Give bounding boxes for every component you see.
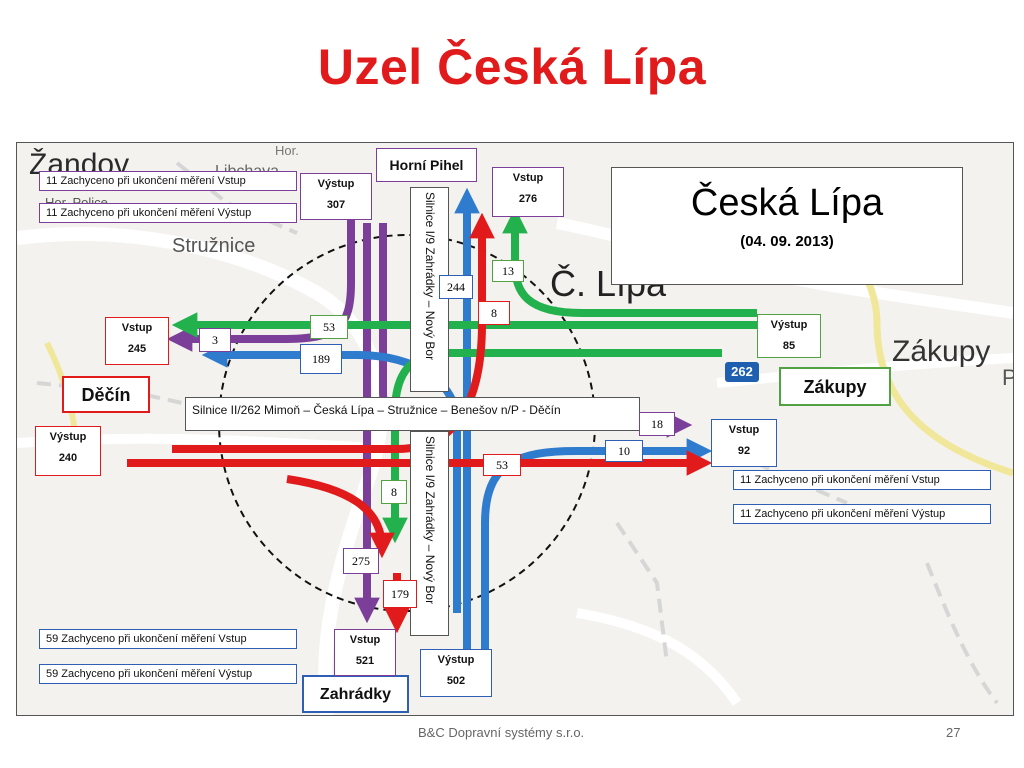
flow-179: 179 [383,580,417,608]
direction-decin: Děčín [62,376,150,413]
note-nw-vstup: 11 Zachyceno při ukončení měření Vstup [39,171,297,191]
direction-horni-pihel: Horní Pihel [376,148,477,182]
place-hor: Hor. [275,143,299,158]
page-title: Uzel Česká Lípa [317,39,707,95]
place-zakupy: Zákupy [892,335,991,368]
flow-53-east: 53 [483,454,521,476]
note-sw-vstup: 59 Zachyceno při ukončení měření Vstup [39,629,297,649]
flow-10: 10 [605,440,643,462]
flow-13: 13 [492,260,524,282]
road-i9-north-label: Silnice I/9 Zahrádky – Nový Bor [423,192,437,361]
flow-275: 275 [343,548,379,574]
road-262-badge: 262 [725,362,759,382]
city-card: Česká Lípa (04. 09. 2013) [611,167,963,285]
flow-8-north: 8 [478,301,510,325]
flow-189: 189 [300,344,342,374]
city-name: Česká Lípa [690,182,884,224]
note-sw-vystup: 59 Zachyceno při ukončení měření Výstup [39,664,297,684]
flow-18: 18 [639,412,675,436]
survey-date: (04. 09. 2013) [740,233,834,250]
flow-3: 3 [199,328,231,352]
footer-company: B&C Dopravní systémy s.r.o. [418,725,585,740]
flow-8-south: 8 [381,480,407,504]
direction-zahradky: Zahrádky [302,675,409,713]
note-e-vystup: 11 Zachyceno při ukončení měření Výstup [733,504,991,524]
note-nw-vystup: 11 Zachyceno při ukončení měření Výstup [39,203,297,223]
road-ii262-label: Silnice II/262 Mimoň – Česká Lípa – Stru… [185,397,640,431]
road-i9-south-label: Silnice I/9 Zahrádky – Nový Bor [423,436,437,605]
direction-zakupy: Zákupy [779,367,891,406]
note-e-vstup: 11 Zachyceno při ukončení měření Vstup [733,470,991,490]
footer-page-number: 27 [946,725,961,740]
place-p: P [1002,365,1013,391]
flow-244: 244 [439,275,473,299]
place-struznice: Stružnice [172,235,256,257]
flow-53-west: 53 [310,315,348,339]
intersection-map: Žandov Hor. Police Libchava Hor. Stružni… [16,142,1014,716]
